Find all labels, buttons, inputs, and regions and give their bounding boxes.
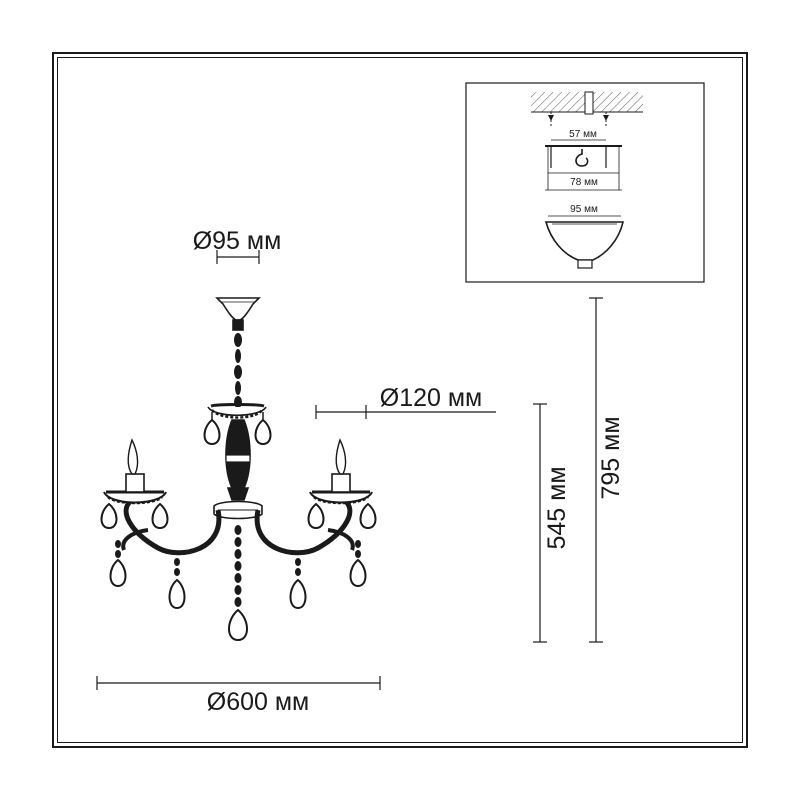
canopy-cup-icon bbox=[544, 221, 624, 261]
canopy-diameter-label: Ø95 мм bbox=[193, 227, 282, 255]
chain bbox=[234, 333, 242, 408]
total-height-label: 795 мм bbox=[597, 416, 625, 499]
mounting-detail-inset: 57 мм 78 мм 95 мм bbox=[465, 82, 705, 283]
bowl-diameter-label: Ø120 мм bbox=[380, 384, 482, 412]
overall-diameter-label: Ø600 мм bbox=[207, 688, 309, 716]
dimension-lines bbox=[96, 250, 603, 690]
drawing-frame-inner bbox=[57, 57, 743, 743]
hook-icon bbox=[575, 149, 589, 167]
drawing-frame-outer bbox=[52, 52, 748, 748]
body-height-label: 545 мм bbox=[543, 466, 571, 549]
cup-width-label: 95 мм bbox=[570, 204, 598, 215]
plate-width-label: 78 мм bbox=[570, 177, 598, 188]
chandelier-drawing bbox=[100, 297, 377, 642]
hook-width-label: 57 мм bbox=[569, 129, 597, 140]
